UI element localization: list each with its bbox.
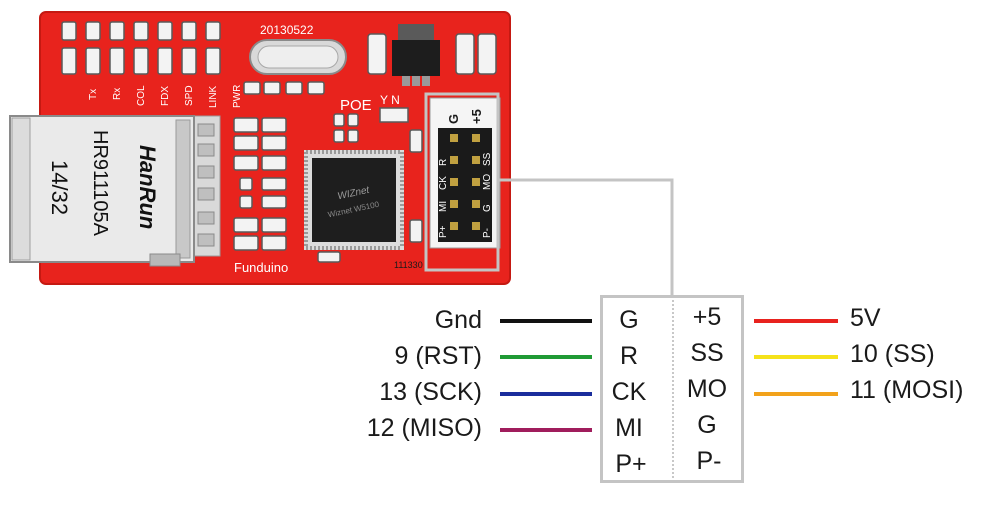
pinout-divider xyxy=(672,300,674,478)
header-pin-g: G xyxy=(619,306,639,334)
voltage-regulator xyxy=(392,24,440,86)
led-label-rx: Rx xyxy=(112,88,123,100)
wire-sck xyxy=(500,392,592,396)
signal-label-miso: 12 (MISO) xyxy=(366,414,482,442)
pinout-box xyxy=(600,295,744,483)
wire-5v xyxy=(754,319,838,323)
header-pin-ss: SS xyxy=(690,339,724,367)
poe-jumper-label: Y N xyxy=(380,93,400,107)
header-pin-pplus: P+ xyxy=(615,450,647,478)
header-top-label-g: G xyxy=(446,114,461,124)
board-code: 111330 xyxy=(394,260,423,270)
header-top-label-5v: +5 xyxy=(469,109,484,124)
header-pin-5v: +5 xyxy=(692,303,722,331)
wire-mosi xyxy=(754,392,838,396)
signal-label-ss: 10 (SS) xyxy=(850,340,935,368)
wire-ss xyxy=(754,355,838,359)
spi-header xyxy=(429,97,501,249)
jack-brand: HanRun xyxy=(135,145,160,229)
signal-label-mosi: 11 (MOSI) xyxy=(850,376,964,404)
jack-date: 14/32 xyxy=(47,160,72,215)
header-pin-r: R xyxy=(619,342,639,370)
header-pin-g2: G xyxy=(697,411,717,439)
header-side-label-pminus: P- xyxy=(482,228,493,238)
header-side-label-mo: MO xyxy=(482,174,493,190)
crystal-label: 20130522 xyxy=(260,23,314,37)
header-pin-pminus: P- xyxy=(696,447,722,475)
signal-label-sck: 13 (SCK) xyxy=(379,378,482,406)
led-label-col: COL xyxy=(136,85,147,106)
callout-line xyxy=(498,178,674,296)
led-label-pwr: PWR xyxy=(232,85,243,108)
led-label-link: LINK xyxy=(208,85,219,108)
status-leds xyxy=(61,21,221,75)
signal-label-gnd: Gnd xyxy=(434,306,482,334)
header-pin-mi: MI xyxy=(615,414,643,442)
wire-gnd xyxy=(500,319,592,323)
header-side-label-mi: MI xyxy=(438,201,449,212)
header-side-label-ss: SS xyxy=(482,152,493,166)
signal-label-5v: 5V xyxy=(850,304,881,332)
wire-miso xyxy=(500,428,592,432)
led-label-fdx: FDX xyxy=(160,86,171,106)
header-side-label-pplus: P+ xyxy=(438,225,449,238)
w5100-chip: WIZnet Wiznet W5100 xyxy=(304,150,404,250)
header-pin-ck: CK xyxy=(611,378,647,406)
wire-rst xyxy=(500,355,592,359)
header-highlight xyxy=(424,92,500,272)
jack-model: HR911105A xyxy=(89,130,111,237)
board-brand: Funduino xyxy=(234,260,288,275)
led-label-spd: SPD xyxy=(184,85,195,106)
led-label-tx: Tx xyxy=(88,89,99,100)
poe-label: POE xyxy=(340,97,372,114)
rj45-jack xyxy=(9,115,221,267)
header-side-label-r: R xyxy=(438,159,449,166)
header-side-label-g: G xyxy=(482,204,493,212)
header-side-label-ck: CK xyxy=(438,176,449,190)
signal-label-rst: 9 (RST) xyxy=(394,342,483,370)
header-pin-mo: MO xyxy=(686,375,728,403)
